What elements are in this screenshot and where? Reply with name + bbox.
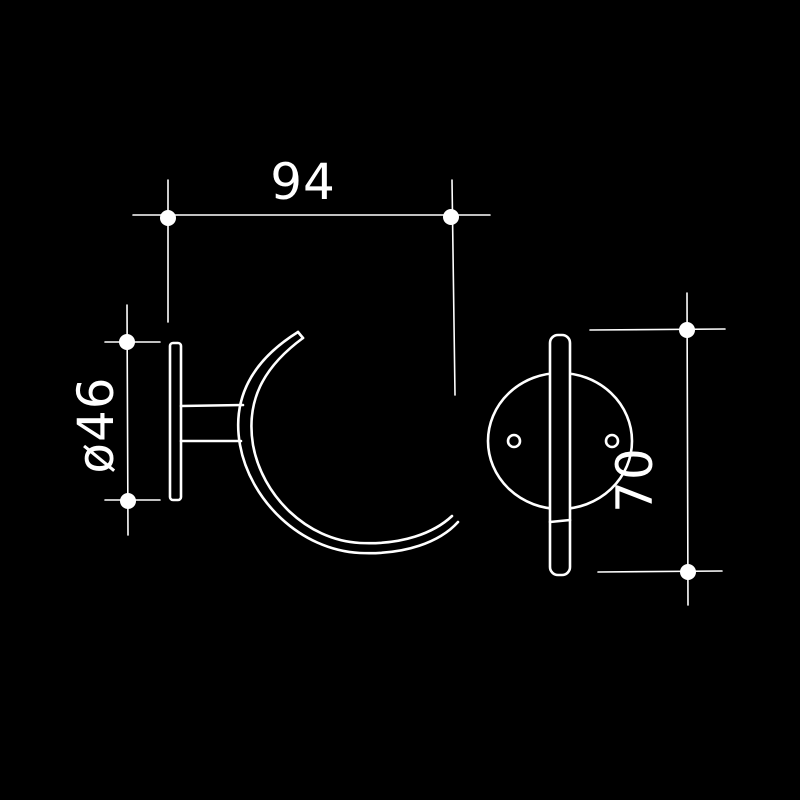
dimension-label-depth: 94	[270, 153, 336, 211]
front-view	[486, 333, 634, 577]
dimension-rose	[104, 304, 161, 536]
hook-tip	[296, 330, 305, 340]
dimension-node-rose-top	[119, 334, 135, 350]
side-view	[168, 330, 460, 555]
extension-line-height-top	[589, 328, 726, 331]
dimension-depth	[132, 179, 491, 396]
dimension-node-depth-left	[160, 210, 176, 226]
rose-plate-side	[168, 341, 183, 502]
hook-arc-inner	[250, 336, 454, 545]
dimension-height	[589, 292, 726, 606]
hook-arc-outer	[236, 330, 460, 555]
dimension-label-rose: ø46	[67, 376, 125, 473]
screw-hole-left	[506, 433, 522, 449]
hook-bar-front-outline	[548, 333, 572, 577]
hook-bar-joint	[548, 518, 572, 524]
dimension-node-rose-bottom	[120, 493, 136, 509]
dimension-node-height-bottom	[680, 564, 696, 580]
extension-line-height-bottom	[597, 570, 723, 573]
dimension-line-height	[686, 292, 689, 606]
hook-bar-front	[550, 335, 570, 575]
dimension-label-height: 70	[606, 447, 664, 513]
dimension-node-height-top	[679, 322, 695, 338]
hook-stem	[179, 403, 245, 443]
dimension-node-depth-right	[443, 209, 459, 225]
screw-hole-right	[604, 433, 620, 449]
